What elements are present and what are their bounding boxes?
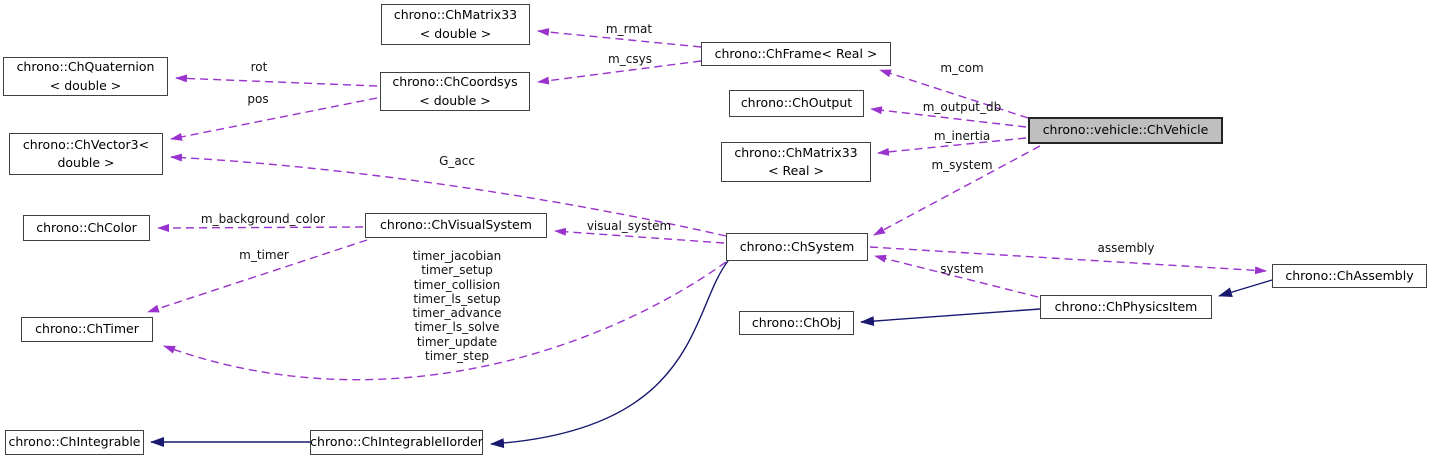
node-label: chrono::ChObj [751, 314, 842, 330]
edge-rot [175, 74, 378, 87]
node-label: double > [57, 155, 115, 170]
node-label: chrono::ChMatrix33 [734, 144, 858, 160]
edge-label-rot: rot [250, 60, 268, 74]
edge-label-m-inertia: m_inertia [933, 129, 991, 143]
edge-inherit-assembly-physicsitem [1218, 279, 1273, 298]
node-chtimer[interactable]: chrono::ChTimer [21, 317, 153, 342]
node-label: chrono::ChColor [36, 219, 137, 235]
edge-label-m-csys: m_csys [608, 52, 652, 66]
node-label: chrono::ChVisualSystem [380, 217, 532, 233]
node-chassembly[interactable]: chrono::ChAssembly [1272, 264, 1427, 288]
edge-m-background-color [157, 223, 364, 232]
node-label: chrono::ChPhysicsItem [1054, 298, 1198, 314]
node-label: chrono::ChIntegrable [8, 434, 141, 450]
node-label: chrono::ChOutput [740, 95, 853, 111]
edge-label-system: system [940, 262, 984, 276]
node-chquaternion-double[interactable]: chrono::ChQuaternion < double > [3, 57, 168, 96]
edge-inherit-physicsitem-obj [860, 308, 1041, 327]
node-chintegrableiiorder[interactable]: chrono::ChIntegrableIIorder [310, 430, 483, 455]
node-chcoordsys-double[interactable]: chrono::ChCoordsys < double > [380, 72, 530, 111]
node-label: < double > [419, 92, 491, 108]
edge-m-inertia [877, 137, 1027, 156]
edge-label-m-rmat: m_rmat [605, 22, 653, 36]
node-label: chrono::ChFrame< Real > [714, 45, 878, 61]
node-choutput[interactable]: chrono::ChOutput [729, 90, 864, 117]
node-label: < Real > [768, 163, 824, 178]
node-label: chrono::ChMatrix33 [393, 7, 518, 23]
edge-label-timer-list: timer_jacobian timer_setup timer_collisi… [412, 249, 502, 364]
node-chmatrix33-real[interactable]: chrono::ChMatrix33 < Real > [721, 142, 871, 182]
edge-m-system [873, 145, 1041, 236]
edge-g-acc [170, 153, 727, 237]
edge-label-m-background-color: m_background_color [200, 212, 326, 226]
edge-label-m-com: m_com [940, 61, 984, 75]
edge-pos [170, 97, 378, 141]
node-chsystem[interactable]: chrono::ChSystem [726, 233, 868, 261]
node-chvisualsystem[interactable]: chrono::ChVisualSystem [365, 213, 547, 238]
edge-m-output-db [870, 106, 1027, 128]
edge-label-g-acc: G_acc [439, 154, 475, 168]
node-label: < double > [419, 25, 492, 41]
edge-label-m-timer: m_timer [239, 248, 289, 262]
node-label: chrono::ChSystem [739, 238, 855, 254]
edge-label-m-system: m_system [931, 158, 993, 172]
edge-visual-system [554, 227, 725, 244]
node-label: chrono::ChIntegrableIIorder [310, 434, 483, 450]
node-label: chrono::ChAssembly [1285, 267, 1414, 283]
node-chintegrable[interactable]: chrono::ChIntegrable [5, 430, 144, 455]
edge-m-rmat [537, 28, 702, 48]
node-chmatrix33-double[interactable]: chrono::ChMatrix33 < double > [381, 4, 530, 45]
node-chframe-real[interactable]: chrono::ChFrame< Real > [701, 42, 891, 66]
edge-label-m-output-db: m_output_db [922, 100, 1002, 114]
edge-label-pos: pos [247, 92, 269, 106]
edge-inherit-system-integrableiiorder [490, 260, 729, 449]
edge-system [874, 254, 1039, 298]
node-label: chrono::ChTimer [35, 321, 139, 337]
node-label: chrono::ChVector3< [22, 136, 150, 152]
node-chcolor[interactable]: chrono::ChColor [23, 215, 150, 241]
edge-m-csys [537, 60, 702, 85]
edge-timers [163, 261, 727, 381]
node-label: chrono::vehicle::ChVehicle [1042, 122, 1209, 138]
node-chvehicle-focus: chrono::vehicle::ChVehicle [1028, 117, 1223, 144]
node-label: chrono::ChCoordsys [392, 74, 518, 90]
edge-label-visual-system: visual_system [586, 219, 672, 233]
node-chphysicsitem[interactable]: chrono::ChPhysicsItem [1040, 295, 1212, 319]
node-chvector3-double[interactable]: chrono::ChVector3< double > [9, 133, 163, 175]
edge-label-assembly: assembly [1097, 241, 1155, 255]
edge-assembly [869, 246, 1267, 275]
node-chobj[interactable]: chrono::ChObj [739, 311, 854, 335]
node-label: < double > [49, 77, 122, 93]
node-label: chrono::ChQuaternion [16, 59, 155, 75]
